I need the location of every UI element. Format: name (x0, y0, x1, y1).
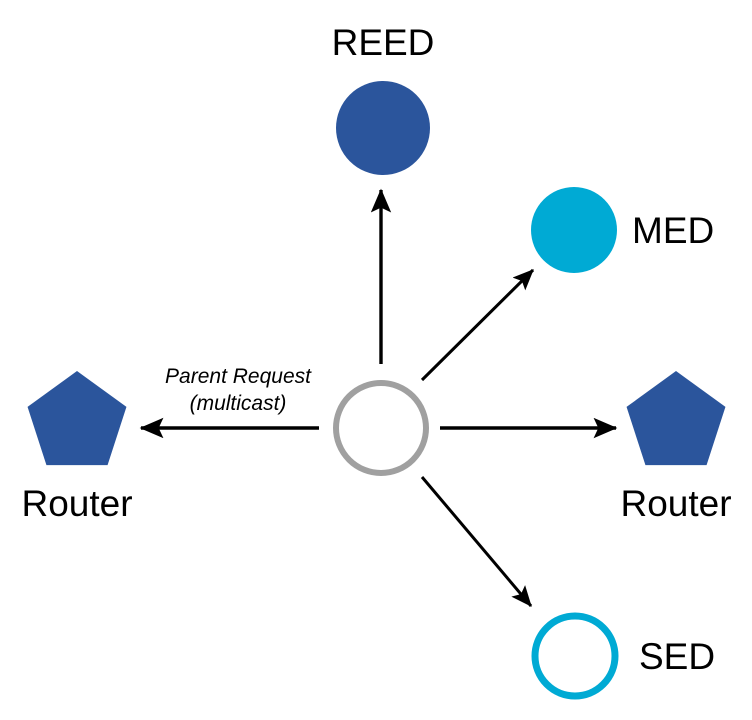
edge-label-group: Parent Request (multicast) (165, 365, 312, 415)
med-label: MED (632, 210, 714, 251)
reed-node-circle[interactable] (336, 81, 430, 175)
joining-device-node-circle[interactable] (333, 380, 429, 476)
reed-label: REED (332, 22, 435, 63)
parent-request-label-line2: (multicast) (190, 392, 287, 415)
med-node-circle[interactable] (531, 187, 617, 273)
node-shape-group (27, 81, 726, 700)
router-right-label: Router (620, 483, 731, 524)
router-left-node-pentagon[interactable] (27, 371, 127, 466)
edge-to-med (420, 268, 535, 382)
edge-to-sed (420, 476, 533, 607)
router-right-node-pentagon[interactable] (626, 371, 726, 466)
edge-group (139, 188, 618, 607)
parent-request-label-line1: Parent Request (165, 365, 312, 388)
sed-node-circle[interactable] (531, 612, 619, 700)
sed-label: SED (639, 636, 715, 677)
node-label-group: REED MED Router SED Router (21, 22, 731, 677)
router-left-label: Router (21, 483, 132, 524)
